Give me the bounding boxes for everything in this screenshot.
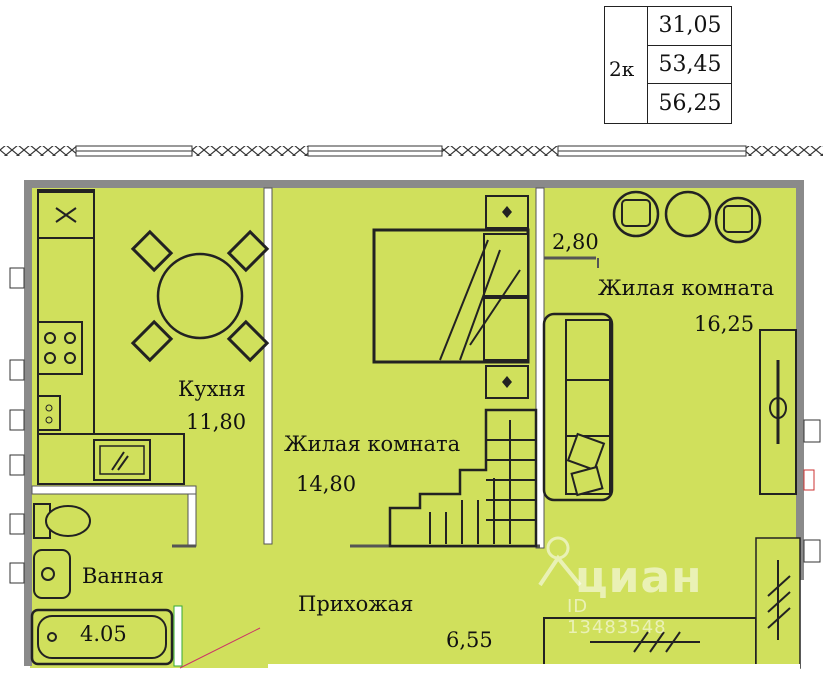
watermark-brand: циан [575,552,703,603]
hallway-name: Прихожая [298,592,414,616]
area-values: 31,05 53,45 56,25 [647,7,732,123]
area-summary-table: 2к 31,05 53,45 56,25 [604,6,732,124]
wall-bath-top [31,485,197,495]
bed [372,195,530,399]
total-area-with-balcony-value: 56,25 [658,90,722,116]
kitchen-area: 11,80 [186,410,247,434]
living-room-2-name: Жилая комната [598,276,775,300]
total-area-value: 53,45 [648,46,732,84]
kitchen-name: Кухня [178,377,246,401]
fridge [37,191,95,239]
washbasin [33,549,71,599]
apartment-type: 2к [609,57,635,81]
stove [37,321,83,375]
living-room-2-area: 16,25 [694,312,755,336]
toilet [33,503,91,539]
living-room-1-area: 14,80 [296,472,357,496]
armchairs [612,190,762,244]
watermark-id: ID 13483548 [567,596,667,638]
bathroom-area: 4.05 [80,622,127,646]
watermark-logo [538,536,582,587]
living-room-1-name: Жилая комната [284,432,461,456]
bathroom-name: Ванная [82,564,164,588]
sofa [542,312,614,502]
wall-kitchen-living [263,187,273,545]
living-area-value: 31,05 [648,7,732,46]
wall-bath-right [173,605,183,667]
hallway-area: 6,55 [446,628,493,652]
bathtub [30,608,174,666]
dining-table [130,229,270,363]
closet-area: 2,80 [552,230,599,254]
